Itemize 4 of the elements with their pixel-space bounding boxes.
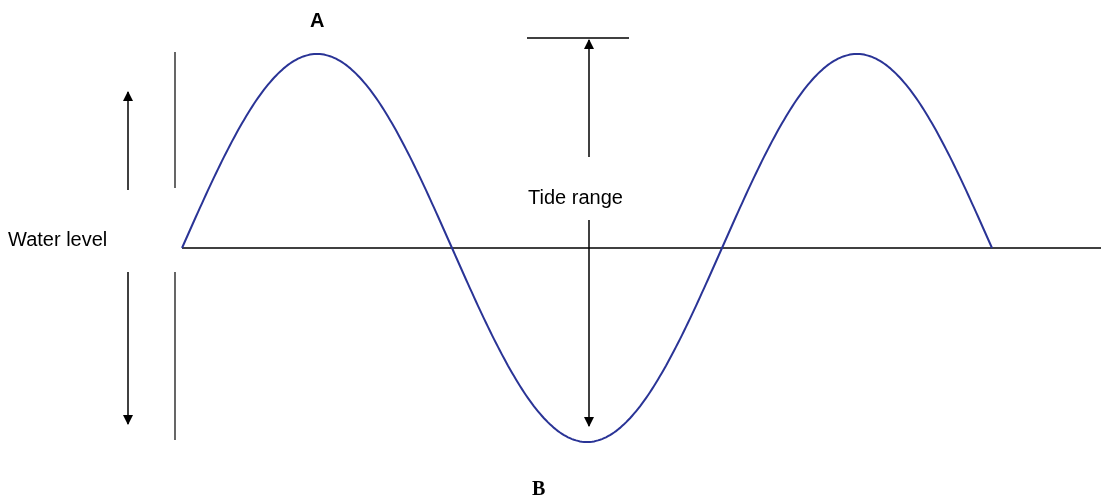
trough-label: B (532, 478, 546, 498)
peak-label: A (310, 10, 325, 30)
axis-label: Water level (8, 229, 108, 249)
tide-range-label: Tide range (528, 187, 623, 207)
